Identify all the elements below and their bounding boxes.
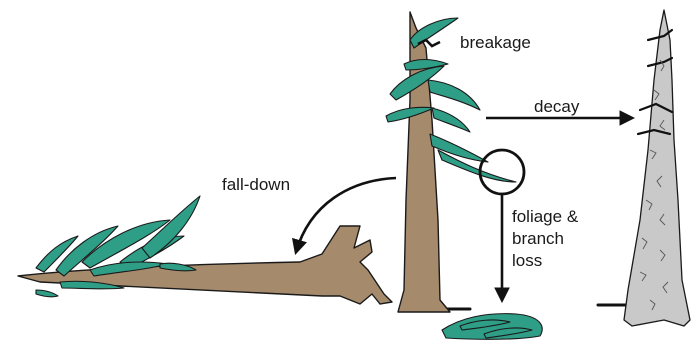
decay-label: decay — [534, 97, 580, 116]
dead-snag — [624, 10, 690, 326]
foliage-pile — [442, 314, 542, 340]
foliage-loss-circle — [480, 150, 524, 194]
foliage-loss-label-line2: branch — [512, 229, 564, 248]
foliage-loss-label-line1: foliage & — [512, 207, 579, 226]
standing-tree-trunk — [398, 12, 450, 312]
foliage-loss-label-line3: loss — [512, 251, 542, 270]
breakage-label: breakage — [460, 33, 531, 52]
fall-down-label: fall-down — [222, 175, 290, 194]
